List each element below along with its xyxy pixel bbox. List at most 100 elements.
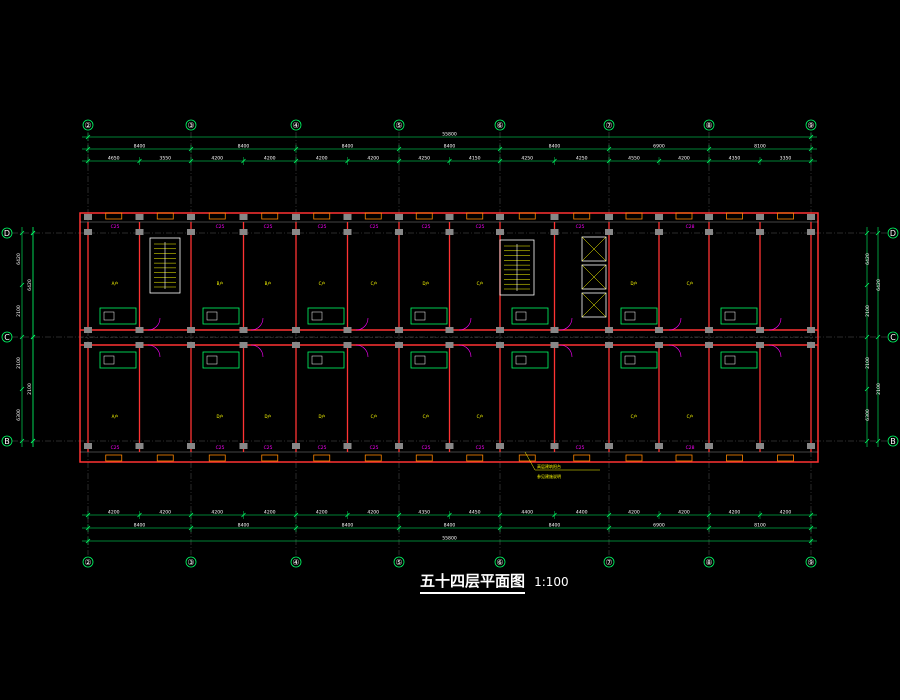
toilet-fixture <box>724 311 736 321</box>
column <box>239 342 248 348</box>
axis-label: ④ <box>292 121 299 130</box>
room-label-top: A户 <box>112 280 119 286</box>
axis-bubble <box>82 119 94 131</box>
dimension-text: 8400 <box>342 144 354 150</box>
window-bottom <box>777 454 794 462</box>
dimension-text: 4200 <box>780 510 792 516</box>
axis-label: ⑧ <box>705 558 712 567</box>
column <box>187 443 195 449</box>
column <box>496 342 504 348</box>
window-bottom <box>518 454 536 462</box>
door-swing <box>458 317 472 331</box>
dimension-text: 4250 <box>576 156 588 162</box>
window-bottom <box>415 454 433 462</box>
column <box>395 342 403 348</box>
note-text: 参见建施说明 <box>537 473 561 479</box>
axis-label: ⑥ <box>496 121 503 130</box>
dimension-text: 3350 <box>780 156 792 162</box>
drawing-title: 五十四层平面图 1:100 <box>420 570 569 594</box>
axis-bubble <box>290 556 302 568</box>
window-top <box>625 212 643 220</box>
dimension-text: 4450 <box>469 510 481 516</box>
column <box>705 229 713 235</box>
bathroom-top <box>410 307 448 325</box>
window-top <box>726 212 743 220</box>
column <box>807 342 815 348</box>
dimension-text: 6900 <box>653 144 665 150</box>
column <box>84 443 92 449</box>
axis-bubble <box>703 556 715 568</box>
dimension-text: 6420 <box>27 279 33 291</box>
dimension-tick <box>30 438 36 444</box>
toilet-fixture <box>206 311 218 321</box>
axis-bubble <box>494 119 506 131</box>
column <box>705 214 713 220</box>
elevator-shaft <box>581 236 607 262</box>
toilet-fixture <box>624 355 636 365</box>
dimension-tick <box>864 334 870 340</box>
room-label-top: C户 <box>371 280 378 286</box>
window-bottom <box>625 454 643 462</box>
column <box>135 342 144 348</box>
column <box>187 342 195 348</box>
column <box>343 443 352 449</box>
dimension-text: 4200 <box>211 510 223 516</box>
dimension-text: 8100 <box>754 523 766 529</box>
column <box>239 229 248 235</box>
column <box>655 443 663 449</box>
door-swing <box>668 344 682 358</box>
window-label: C25 <box>476 224 485 230</box>
door-swing <box>355 317 369 331</box>
axis-bubble <box>82 556 94 568</box>
window-top <box>466 212 484 220</box>
dimension-text: 4200 <box>211 156 223 162</box>
dimension-text: 4550 <box>628 156 640 162</box>
column <box>550 327 559 333</box>
window-label: C25 <box>476 445 485 451</box>
title-text: 五十四层平面图 <box>420 570 526 594</box>
door-swing <box>559 317 573 331</box>
dimension-text: 2100 <box>16 305 22 317</box>
window-bottom <box>364 454 382 462</box>
stair-core <box>499 239 535 296</box>
dimension-text: 6900 <box>653 523 665 529</box>
toilet-fixture <box>103 311 115 321</box>
note-leader <box>524 451 536 471</box>
column <box>343 342 352 348</box>
axis-bubble <box>494 556 506 568</box>
column <box>705 327 713 333</box>
axis-bubble <box>887 227 899 239</box>
dimension-tick <box>19 386 25 392</box>
toilet-fixture <box>311 311 323 321</box>
toilet-fixture <box>206 355 218 365</box>
dimension-text: 6300 <box>865 409 871 421</box>
column <box>84 214 92 220</box>
axis-label: B <box>4 437 10 446</box>
window-top <box>313 212 331 220</box>
column <box>239 214 248 220</box>
dimension-tick <box>19 282 25 288</box>
column <box>395 443 403 449</box>
toilet-fixture <box>624 311 636 321</box>
bathroom-bottom <box>720 351 758 369</box>
column <box>292 214 300 220</box>
window-label: C25 <box>216 445 225 451</box>
door-swing <box>250 317 264 331</box>
window-label: C25 <box>370 224 379 230</box>
axis-bubble <box>805 556 817 568</box>
column <box>343 229 352 235</box>
window-top <box>518 212 536 220</box>
elevator-cross <box>581 292 607 318</box>
door-swing <box>768 344 782 358</box>
dimension-text: 8100 <box>754 144 766 150</box>
column <box>445 214 454 220</box>
dimension-text: 4200 <box>108 510 120 516</box>
axis-bubble <box>805 119 817 131</box>
column <box>756 214 764 220</box>
axis-bubble <box>1 435 13 447</box>
axis-label: D <box>4 229 10 238</box>
dimension-text: 4200 <box>159 510 171 516</box>
axis-label: ⑧ <box>705 121 712 130</box>
dimension-text: 8400 <box>549 144 561 150</box>
